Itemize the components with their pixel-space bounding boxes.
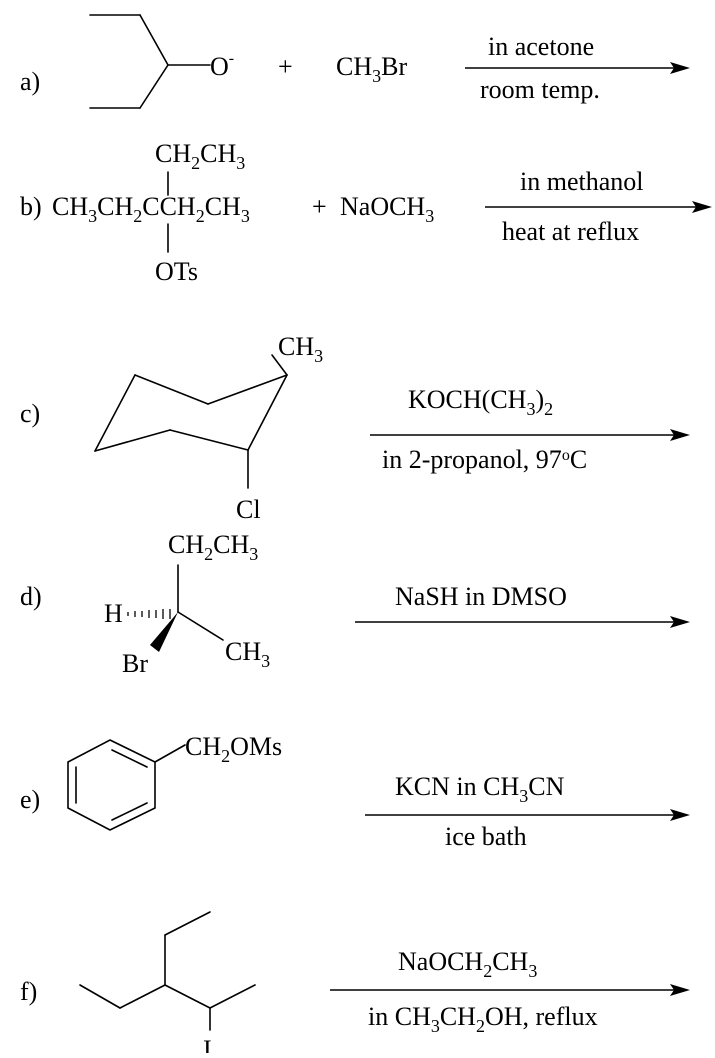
condition-temperature: ice bath — [445, 822, 527, 851]
reagent-sodium-methoxide: NaOCH3 — [340, 192, 434, 226]
bond — [139, 14, 169, 66]
cyclohexane-chair — [94, 354, 288, 489]
bond — [169, 429, 249, 451]
bond — [164, 911, 211, 936]
bond — [164, 984, 211, 1009]
bond — [119, 984, 166, 1009]
condition-temperature: room temp. — [480, 75, 600, 104]
reaction-d: CH2CH3 d) H Br CH3 NaSH in DMSO — [20, 530, 690, 678]
reaction-label-e: e) — [20, 785, 40, 814]
condition-solvent-temp: in 2-propanol, 97oC — [382, 445, 587, 474]
bond — [79, 984, 121, 1009]
solid-wedge-bond — [150, 612, 178, 652]
bond — [139, 64, 169, 109]
bond — [209, 984, 256, 1009]
tosylate-group: OTs — [155, 257, 198, 286]
condition-base: NaOCH2CH3 — [398, 947, 537, 981]
arrow-head — [670, 809, 690, 821]
reaction-label-c: c) — [20, 399, 40, 428]
alkyl-iodide-skeleton — [79, 911, 256, 1031]
condition-solvent: in methanol — [520, 167, 643, 196]
bond — [94, 429, 171, 452]
mesylate-group: CH2OMs — [185, 732, 282, 766]
reaction-a: a) O- + CH3Br in acetone room temp. — [20, 14, 690, 109]
plus-sign: + — [312, 192, 327, 221]
bond — [94, 374, 136, 452]
chlorine-atom: Cl — [236, 495, 261, 524]
bond — [271, 354, 288, 376]
oxygen-atom: O- — [210, 50, 234, 81]
reaction-e: CH2OMs e) KCN in CH3CN ice bath — [20, 732, 690, 851]
hydrogen-atom: H — [104, 599, 123, 628]
condition-heat: heat at reflux — [502, 217, 639, 246]
plus-sign: + — [278, 52, 293, 81]
ethyl-substituent: CH2CH3 — [168, 530, 258, 564]
reaction-c: CH3 Cl c) KOCH(CH3)2 in 2-propanol, 97oC — [20, 332, 690, 524]
reaction-label-d: d) — [20, 582, 42, 611]
bromine-atom: Br — [122, 649, 148, 678]
bond — [111, 802, 148, 821]
methyl-substituent: CH3 — [278, 332, 323, 366]
alkoxide-skeleton — [89, 14, 211, 109]
condition-base: KOCH(CH3)2 — [408, 385, 553, 419]
arrow-head — [692, 201, 712, 213]
condition-solvent: in CH3CH2OH, reflux — [368, 1002, 598, 1036]
bond — [177, 611, 224, 641]
reaction-label-a: a) — [20, 67, 40, 96]
reaction-label-b: b) — [20, 192, 42, 221]
condition-reagent: NaSH in DMSO — [395, 582, 567, 611]
arrow-head — [670, 984, 690, 996]
reaction-label-f: f) — [20, 977, 37, 1006]
bond — [247, 374, 288, 451]
bond — [111, 749, 148, 768]
condition-solvent: in acetone — [488, 32, 594, 61]
hashed-wedge-bond — [127, 609, 171, 619]
iodine-atom: I — [203, 1035, 212, 1053]
benzene-ring — [67, 739, 186, 831]
ring-outline — [67, 739, 156, 831]
reaction-f: f) I NaOCH2CH3 in CH3CH2OH, reflux — [20, 911, 690, 1058]
arrow-head — [670, 62, 690, 74]
reagent-methyl-bromide: CH3Br — [336, 52, 407, 86]
methyl-substituent: CH3 — [225, 637, 270, 671]
bond — [154, 744, 186, 763]
bond — [134, 374, 209, 405]
condition-reagent: KCN in CH3CN — [395, 772, 565, 806]
arrow-head — [670, 429, 690, 441]
reaction-b: CH2CH3 b) CH3CH2CCH2CH3 OTs + NaOCH3 in … — [20, 139, 712, 286]
arrow-head — [670, 616, 690, 628]
bond — [207, 374, 288, 405]
tosylate-main-chain: CH3CH2CCH2CH3 — [52, 192, 250, 226]
ethyl-substituent: CH2CH3 — [155, 139, 245, 173]
